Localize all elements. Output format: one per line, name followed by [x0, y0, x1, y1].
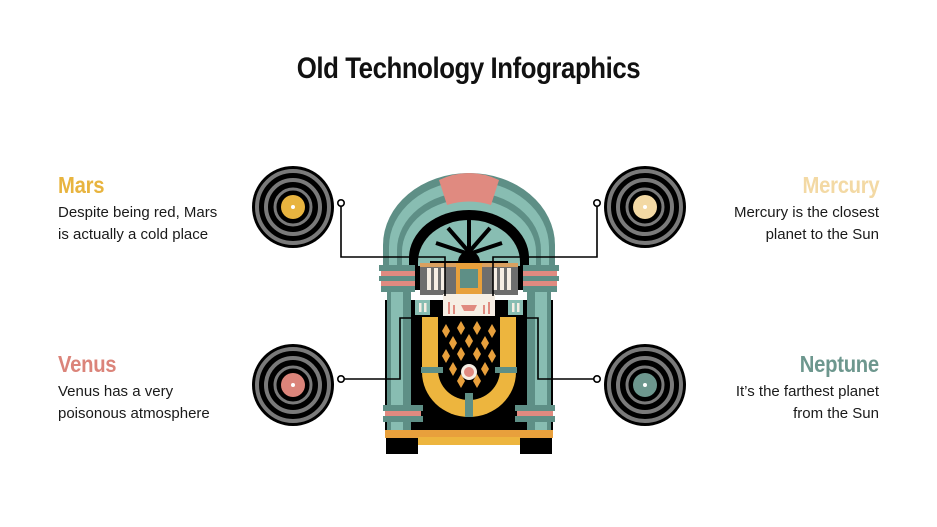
mercury-description: Mercury is the closest planet to the Sun — [639, 202, 879, 246]
neptune-description-line-1: It’s the farthest planet — [735, 383, 879, 400]
mercury-description-line-1: Mercury is the closest — [733, 204, 879, 221]
venus-description: Venus has a very poisonous atmosphere — [58, 381, 298, 425]
neptune-heading: Neptune — [799, 351, 879, 377]
jukebox-icon — [379, 173, 559, 454]
mars-description-line-2: is actually a cold place — [58, 226, 209, 243]
mercury-heading: Mercury — [802, 172, 879, 198]
mars-description: Despite being red, Mars is actually a co… — [58, 202, 298, 246]
mars-heading: Mars — [58, 172, 105, 198]
vinyl-record-icon — [252, 344, 334, 426]
neptune-info-block: Neptune It’s the farthest planet from th… — [639, 351, 879, 425]
mars-description-line-1: Despite being red, Mars — [58, 204, 218, 221]
neptune-description-line-2: from the Sun — [793, 405, 879, 422]
mercury-info-block: Mercury Mercury is the closest planet to… — [639, 172, 879, 246]
venus-heading: Venus — [58, 351, 117, 377]
page-title: Old Technology Infographics — [296, 52, 641, 85]
neptune-description: It’s the farthest planet from the Sun — [639, 381, 879, 425]
venus-description-line-1: Venus has a very — [58, 383, 174, 400]
vinyl-record-icon — [604, 344, 686, 426]
venus-description-line-2: poisonous atmosphere — [58, 405, 210, 422]
venus-info-block: Venus Venus has a very poisonous atmosph… — [58, 351, 298, 425]
vinyl-record-icon — [252, 166, 334, 248]
connector-dots — [336, 199, 601, 383]
mercury-description-line-2: planet to the Sun — [765, 226, 879, 243]
vinyl-record-icon — [604, 166, 686, 248]
connector-lines — [340, 206, 598, 380]
mars-info-block: Mars Despite being red, Mars is actually… — [58, 172, 298, 246]
